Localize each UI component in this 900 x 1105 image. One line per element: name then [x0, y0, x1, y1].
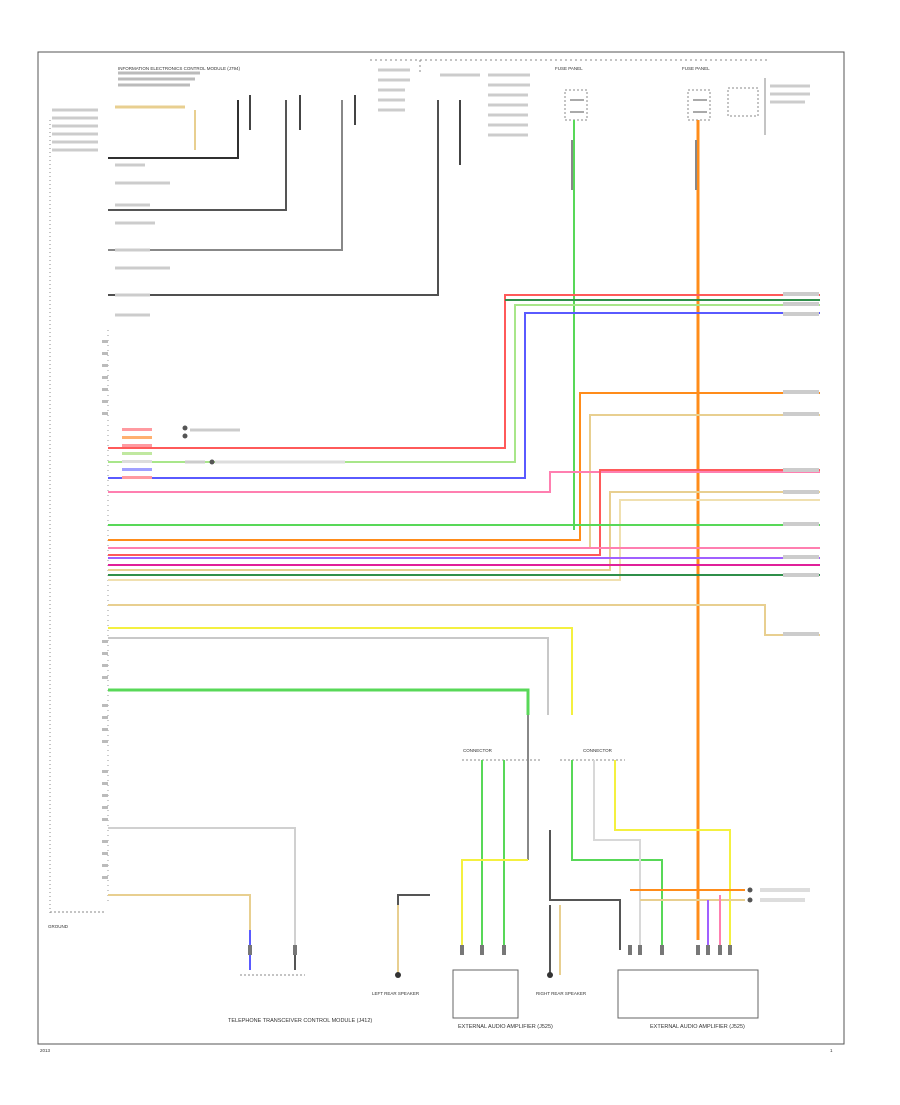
fuse-panel-right: FUSE PANEL [682, 66, 810, 135]
top-black-wires [108, 95, 461, 296]
fuse-feed-wires [571, 120, 700, 940]
component-phone-label: TELEPHONE TRANSCEIVER CONTROL MODULE (J4… [228, 1018, 372, 1024]
amp-left-body [452, 969, 519, 1019]
right-terminations [783, 292, 819, 636]
footer-ground-label: GROUND [48, 924, 69, 929]
connector-right: CONNECTOR [549, 748, 731, 950]
component-rear-speaker-right: RIGHT REAR SPEAKER [536, 972, 587, 996]
connector-left: CONNECTOR [461, 715, 540, 950]
component-amp-left-label: EXTERNAL AUDIO AMPLIFIER (J525) [458, 1024, 553, 1030]
phone-module-wires [108, 827, 296, 970]
amp-main-body [617, 969, 759, 1019]
component-rear-speaker-left: LEFT REAR SPEAKER [372, 972, 420, 996]
fuse-panel-left: FUSE PANEL [555, 66, 588, 121]
connector-left-label: CONNECTOR [463, 748, 493, 753]
component-amp-left: EXTERNAL AUDIO AMPLIFIER (J525) [452, 969, 553, 1030]
main-harness-wires [108, 294, 820, 715]
rear-speaker-left-wires [397, 894, 430, 975]
left-stub-wires [115, 105, 185, 317]
page-label: 2013 [40, 1048, 51, 1053]
component-phone: TELEPHONE TRANSCEIVER CONTROL MODULE (J4… [228, 974, 372, 1024]
pin-numbers [102, 340, 108, 879]
connector-right-label: CONNECTOR [583, 748, 613, 753]
amp-fanin-wires [630, 887, 810, 950]
component-rear-speaker-right-label: RIGHT REAR SPEAKER [536, 991, 587, 996]
fuse-panel-right-label: FUSE PANEL [682, 66, 710, 71]
component-amp-main-label: EXTERNAL AUDIO AMPLIFIER (J525) [650, 1024, 745, 1030]
component-rear-speaker-left-label: LEFT REAR SPEAKER [372, 991, 420, 996]
top-module-labels: INFORMATION ELECTRONICS CONTROL MODULE (… [52, 66, 530, 152]
top-left-module-label: INFORMATION ELECTRONICS CONTROL MODULE (… [118, 66, 241, 71]
left-wire-tags [122, 425, 345, 479]
rear-speaker-right-wires [549, 905, 561, 975]
fuse-panel-left-label: FUSE PANEL [555, 66, 583, 71]
page-frame [37, 51, 845, 1045]
page-number: 1 [830, 1048, 833, 1053]
component-amp-main: EXTERNAL AUDIO AMPLIFIER (J525) [617, 969, 759, 1030]
component-pin-stubs [248, 945, 732, 955]
